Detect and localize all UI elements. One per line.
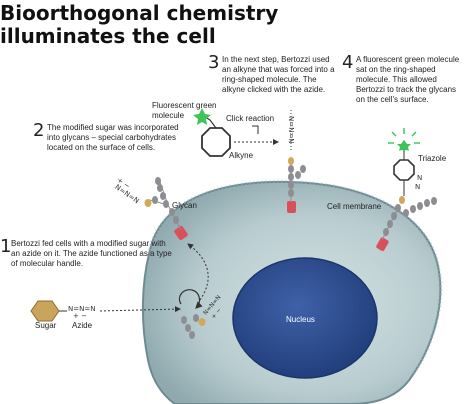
cell-membrane-label: Cell membrane — [327, 202, 382, 211]
click-reaction-label: Click reaction — [226, 114, 275, 123]
step-4-number: 4 — [342, 52, 354, 73]
membrane-anchor-2 — [287, 201, 296, 213]
step-4: 4 A fluorescent green molecule sat on th… — [342, 54, 466, 106]
step-1-number: 1 — [0, 236, 12, 257]
glycan-label: Glycan — [172, 201, 197, 210]
triazole-n-top: N — [417, 174, 423, 182]
step-2: 2 The modified sugar was incorporated in… — [33, 122, 183, 167]
sugar-hexagon-icon — [30, 300, 60, 322]
step-2-number: 2 — [33, 120, 45, 141]
step-4-text: A fluorescent green molecule sat on the … — [356, 55, 460, 104]
step-1-text: Bertozzi fed cells with a modified sugar… — [11, 239, 172, 268]
azide-charges: + − — [73, 312, 87, 320]
glycan-chain-left — [144, 177, 182, 231]
transport-arrow — [187, 243, 209, 301]
glycan-chain-right — [381, 196, 437, 241]
fluorescent-molecule-label: Fluorescent green molecule — [152, 101, 217, 120]
step-1: 1 Bertozzi fed cells with a modified sug… — [0, 238, 180, 283]
step-2-text: The modified sugar was incorporated into… — [47, 123, 179, 152]
alkyne-label: Alkyne — [229, 151, 254, 160]
step-3-number: 3 — [208, 52, 220, 73]
nucleus-label: Nucleus — [286, 315, 315, 324]
step-3-text: In the next step, Bertozzi used an alkyn… — [222, 55, 335, 94]
sugar-label: Sugar — [35, 321, 57, 330]
azide-label: Azide — [72, 321, 93, 330]
glycan-chain-middle — [288, 157, 306, 202]
triazole-label: Triazole — [418, 154, 447, 163]
feed-arrow — [99, 306, 181, 313]
triazole-n-bottom: N — [415, 183, 421, 191]
membrane-anchor-3 — [376, 237, 389, 251]
triazole-complex — [393, 140, 415, 196]
title-line-2: illuminates the cell — [0, 24, 216, 48]
title-line-1: Bioorthogonal chemistry — [0, 1, 279, 25]
nucleus — [232, 257, 378, 379]
internal-glycan — [181, 314, 206, 339]
green-glow-icon — [388, 128, 420, 144]
step-3: 3 In the next step, Bertozzi used an alk… — [208, 54, 336, 99]
diagram-title: Bioorthogonal chemistry illuminates the … — [0, 2, 300, 48]
membrane-anchor-1 — [174, 226, 188, 240]
uptake-cycle-arrow — [178, 289, 203, 309]
fluorescent-star-icon — [193, 108, 211, 125]
vertical-azide-formula: N=N=N — [287, 116, 295, 144]
cell-membrane-texture — [148, 179, 443, 378]
azide-formula: N=N=N — [68, 305, 96, 313]
click-symbol — [252, 125, 259, 134]
